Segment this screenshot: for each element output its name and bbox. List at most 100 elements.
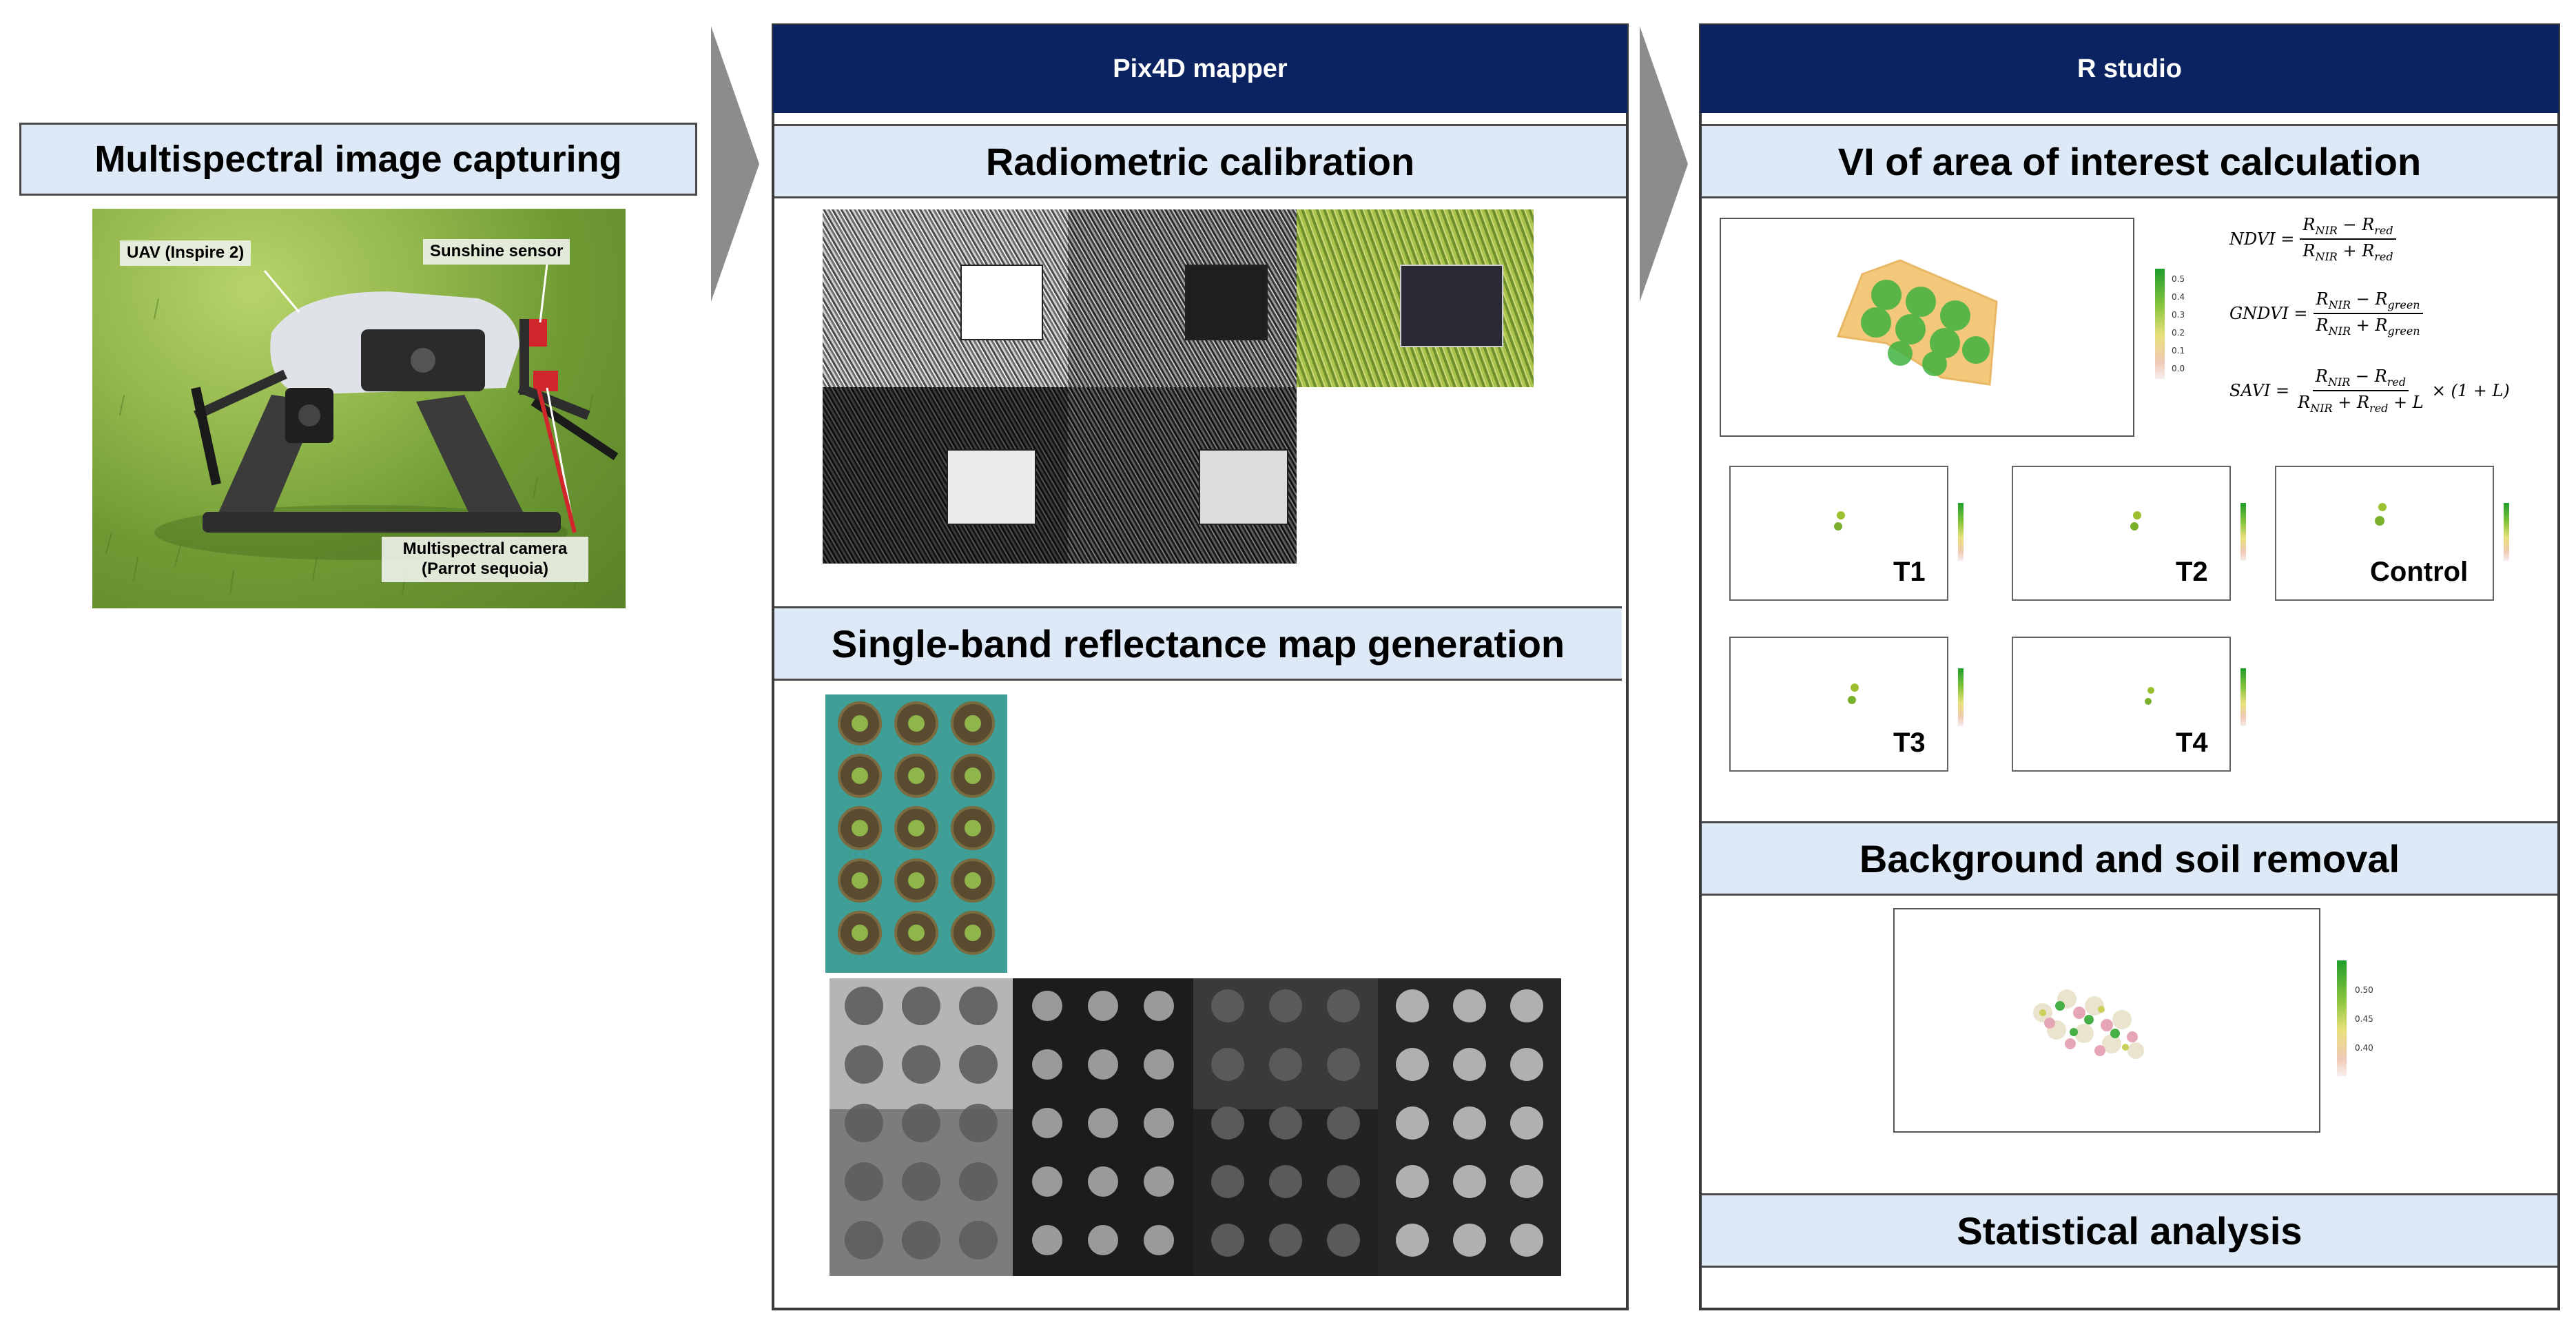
ndvi-den-op: + [2337, 240, 2362, 260]
vi-main-map [1720, 218, 2134, 437]
pix4d-header-label: Pix4D mapper [1113, 54, 1288, 83]
control-plot [2375, 503, 2387, 526]
band-1-plants [830, 978, 1013, 1259]
ndvi-num-b-sub: red [2374, 223, 2393, 237]
t1-legend-bar [1958, 503, 1964, 561]
savi-formula: SAVI = RNIR − Rred RNIR + Rred + L × (1 … [2229, 367, 2510, 415]
gndvi-den-a-sub: NIR [2328, 324, 2351, 338]
band-4-plants [1396, 989, 1543, 1257]
gndvi-num-a-sub: NIR [2328, 298, 2351, 311]
statistical-analysis-header: Statistical analysis [1702, 1193, 2557, 1268]
t2-label: T2 [2176, 557, 2208, 587]
treatment-map-t4: T4 [2012, 637, 2231, 772]
savi-den-a: R [2298, 392, 2311, 412]
savi-num-b: R [2374, 367, 2387, 386]
savi-denominator: RNIR + Rred + L [2295, 391, 2426, 415]
ndvi-num-op: − [2337, 215, 2362, 234]
calibration-band-3 [823, 387, 1068, 564]
savi-den-tail: + L [2388, 392, 2424, 412]
flow-arrow-2 [1640, 26, 1688, 302]
savi-fraction: RNIR − Rred RNIR + Rred + L [2295, 367, 2426, 415]
savi-den-b-sub: red [2369, 401, 2389, 415]
radiometric-calibration-header: Radiometric calibration [774, 124, 1626, 198]
rstudio-header: R studio [1700, 25, 2559, 113]
vi-main-map-plot [1836, 259, 1998, 386]
calibration-panel [960, 265, 1043, 340]
calibration-panel [1185, 265, 1268, 340]
control-label: Control [2370, 557, 2469, 587]
t3-legend-bar [1958, 668, 1964, 726]
ndvi-den-b: R [2362, 240, 2375, 260]
callout-sunshine-label: Sunshine sensor [430, 242, 564, 260]
t3-label: T3 [1893, 728, 1926, 758]
background-removal-label: Background and soil removal [1859, 836, 2400, 880]
background-removal-header: Background and soil removal [1702, 821, 2557, 896]
t2-plot [2130, 511, 2141, 530]
savi-numerator: RNIR − Rred [2312, 367, 2409, 391]
calibration-panel [1400, 265, 1503, 347]
step-multispectral-capture-title: Multispectral image capturing [19, 123, 697, 196]
ndvi-num-b: R [2362, 215, 2375, 234]
gndvi-lhs: GNDVI = [2229, 303, 2308, 323]
savi-den-a-sub: NIR [2310, 401, 2333, 415]
vi-calculation-label: VI of area of interest calculation [1837, 139, 2422, 183]
callout-camera-line1: Multispectral camera [402, 539, 568, 558]
savi-num-op: − [2350, 367, 2375, 386]
calibration-band-1 [823, 209, 1068, 387]
ndvi-den-a: R [2302, 240, 2316, 260]
t1-label: T1 [1893, 557, 1926, 587]
statistical-analysis-label: Statistical analysis [1957, 1208, 2302, 1253]
savi-lhs: SAVI = [2229, 380, 2290, 400]
vi-main-legend-tick: 0.3 [2172, 310, 2185, 320]
treatment-map-t2: T2 [2012, 466, 2231, 601]
ndvi-den-a-sub: NIR [2315, 249, 2338, 263]
reflectance-band-3 [1193, 978, 1378, 1276]
ndvi-fraction: RNIR − Rred RNIR + Rred [2300, 215, 2396, 263]
callout-uav: UAV (Inspire 2) [120, 240, 251, 266]
reflectance-band-2 [1013, 978, 1193, 1276]
t4-legend-bar [2240, 668, 2246, 726]
calibration-band-4 [1068, 387, 1297, 564]
vi-main-legend-tick: 0.1 [2172, 346, 2185, 356]
soil-removed-legend-bar [2337, 960, 2347, 1076]
callout-multispectral-camera: Multispectral camera (Parrot sequoia) [382, 537, 588, 582]
soil-removed-legend-tick: 0.50 [2355, 985, 2373, 995]
gndvi-den-a: R [2316, 315, 2329, 335]
vi-main-legend-bar [2155, 269, 2165, 379]
savi-num-a-sub: NIR [2327, 375, 2351, 389]
soil-removed-legend-tick: 0.45 [2355, 1014, 2373, 1024]
ndvi-numerator: RNIR − Rred [2300, 215, 2396, 240]
treatment-map-t3: T3 [1729, 637, 1948, 772]
vi-main-legend-tick: 0.2 [2172, 328, 2185, 338]
radiometric-calibration-label: Radiometric calibration [985, 139, 1415, 183]
gndvi-den-op: + [2351, 315, 2376, 335]
callout-camera-line2: (Parrot sequoia) [421, 559, 549, 578]
band-2-plants [1032, 991, 1174, 1255]
gndvi-num-b-sub: green [2387, 298, 2420, 311]
orthomosaic-plants [838, 701, 995, 955]
pix4d-header: Pix4D mapper [773, 25, 1627, 113]
ndvi-denominator: RNIR + Rred [2300, 240, 2395, 263]
calibration-panel [1199, 449, 1288, 525]
ndvi-num-a-sub: NIR [2315, 223, 2338, 237]
reflectance-map-label: Single-band reflectance map generation [831, 621, 1565, 666]
savi-den-op: + [2332, 392, 2357, 412]
reflectance-band-4 [1378, 978, 1561, 1276]
gndvi-den-b: R [2375, 315, 2388, 335]
t2-legend-bar [2240, 503, 2246, 561]
orthomosaic-rgb [825, 694, 1007, 973]
reflectance-map-header: Single-band reflectance map generation [774, 606, 1622, 681]
treatment-map-t1: T1 [1729, 466, 1948, 601]
callout-uav-label: UAV (Inspire 2) [127, 243, 245, 262]
soil-removed-legend-tick: 0.40 [2355, 1043, 2373, 1053]
rstudio-header-label: R studio [2077, 54, 2182, 83]
ndvi-lhs: NDVI = [2229, 229, 2295, 249]
gndvi-num-op: − [2351, 289, 2376, 309]
drone-photo: UAV (Inspire 2) Sunshine sensor Multispe… [92, 209, 626, 608]
gndvi-denominator: RNIR + Rgreen [2314, 314, 2423, 338]
reflectance-band-1 [830, 978, 1013, 1276]
vi-main-legend-tick: 0.4 [2172, 292, 2185, 302]
ndvi-den-b-sub: red [2374, 249, 2393, 263]
savi-rhs: × (1 + L) [2431, 380, 2510, 400]
savi-num-b-sub: red [2387, 375, 2407, 389]
